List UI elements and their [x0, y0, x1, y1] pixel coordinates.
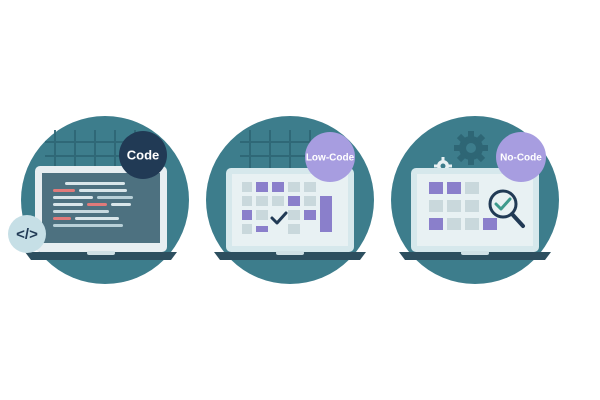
block-grid [242, 182, 332, 234]
magnifier-check-icon [488, 189, 525, 228]
low-code-illustration: Low-Code [206, 116, 374, 284]
laptop-icon [25, 166, 177, 260]
panel-no-code: No-Code [375, 100, 575, 300]
code-brackets-icon: </> [8, 215, 46, 253]
badge-label: Code [127, 147, 160, 162]
svg-text:</>: </> [16, 226, 38, 243]
badge-label: No-Code [500, 153, 542, 164]
badge-low-code: Low-Code [305, 132, 355, 182]
panel-code: </> Code [5, 100, 205, 300]
no-code-illustration: No-Code [391, 116, 559, 284]
badge-label: Low-Code [306, 153, 355, 164]
laptop-icon [399, 168, 551, 260]
code-illustration: </> Code [8, 116, 189, 284]
badge-no-code: No-Code [496, 132, 546, 182]
badge-code: Code [119, 131, 167, 179]
gear-icon [434, 131, 488, 172]
panel-low-code: Low-Code [190, 100, 390, 300]
code-lines [53, 182, 133, 227]
checkmark-icon [270, 211, 288, 225]
block-grid [429, 182, 497, 230]
